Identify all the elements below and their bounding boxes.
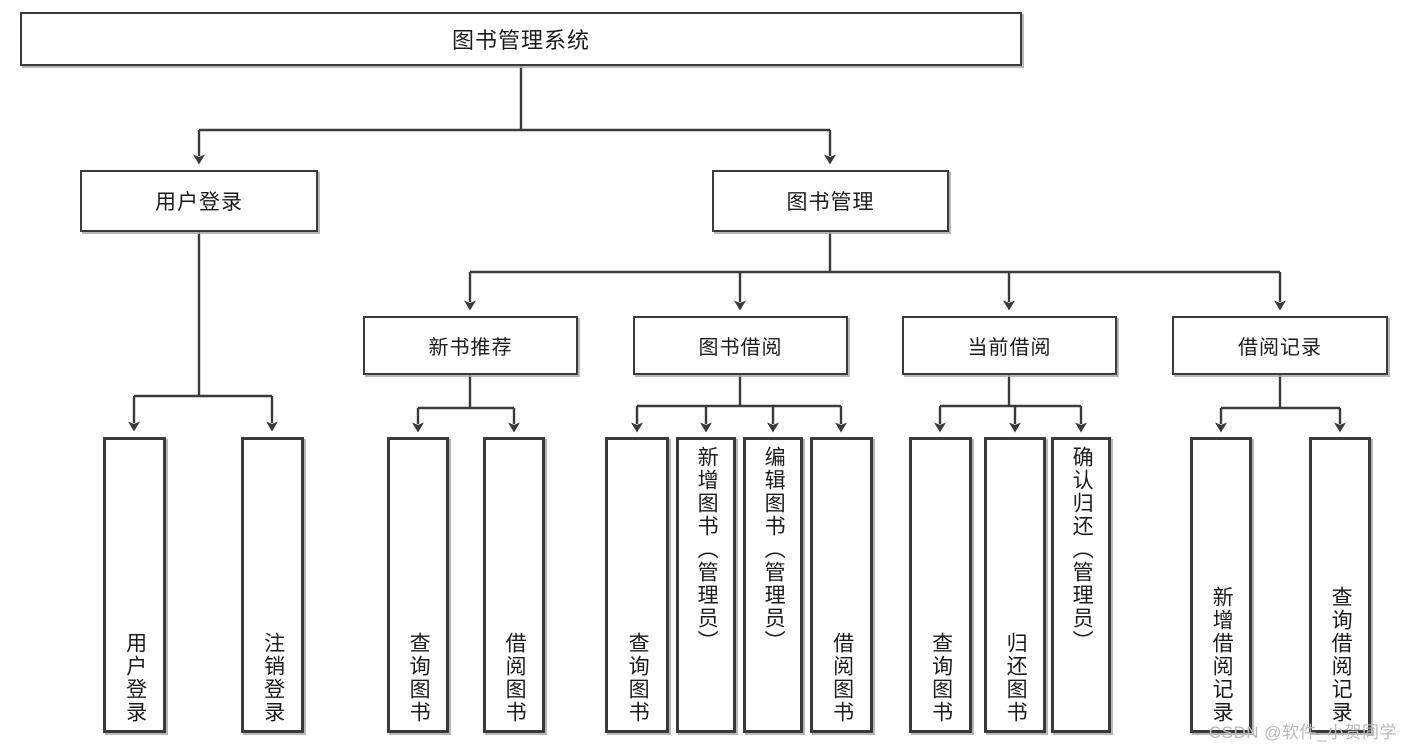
node-leaf-borrow-book-rec-label: 借阅图书 bbox=[503, 632, 527, 724]
node-leaf-borrow-book-rec[interactable]: 借阅图书 bbox=[483, 437, 545, 733]
node-leaf-query-book-rec[interactable]: 查询图书 bbox=[387, 437, 449, 733]
node-leaf-query-record-label: 查询借阅记录 bbox=[1329, 586, 1353, 724]
node-borrow-record[interactable]: 借阅记录 bbox=[1172, 316, 1388, 375]
node-leaf-user-login[interactable]: 用户登录 bbox=[103, 437, 166, 733]
node-leaf-query-book-cur-label: 查询图书 bbox=[929, 632, 953, 724]
node-borrow-record-label: 借阅记录 bbox=[1238, 337, 1322, 359]
node-leaf-query-record[interactable]: 查询借阅记录 bbox=[1309, 437, 1371, 733]
node-leaf-add-book-label: 新增图书（管理员） bbox=[695, 446, 719, 653]
node-leaf-user-login-label: 用户登录 bbox=[123, 632, 147, 724]
node-book-borrow[interactable]: 图书借阅 bbox=[633, 316, 848, 375]
watermark: CSDN @软件_小贺同学 bbox=[1208, 723, 1397, 742]
node-leaf-return-book-label: 归还图书 bbox=[1004, 632, 1028, 724]
node-leaf-query-book-borrow-label: 查询图书 bbox=[626, 632, 650, 724]
node-new-book-rec[interactable]: 新书推荐 bbox=[363, 316, 578, 375]
node-leaf-confirm-return-label: 确认归还（管理员） bbox=[1070, 446, 1094, 653]
node-leaf-logout-label: 注销登录 bbox=[261, 632, 285, 724]
node-leaf-add-record[interactable]: 新增借阅记录 bbox=[1190, 437, 1252, 733]
node-book-manage[interactable]: 图书管理 bbox=[712, 170, 949, 232]
node-leaf-borrow-book-label: 借阅图书 bbox=[830, 632, 854, 724]
node-new-book-rec-label: 新书推荐 bbox=[428, 337, 513, 359]
node-current-borrow[interactable]: 当前借阅 bbox=[902, 316, 1117, 375]
node-leaf-add-record-label: 新增借阅记录 bbox=[1210, 586, 1234, 724]
node-leaf-logout[interactable]: 注销登录 bbox=[241, 437, 304, 733]
node-leaf-return-book[interactable]: 归还图书 bbox=[984, 437, 1046, 733]
node-book-manage-label: 图书管理 bbox=[786, 191, 875, 214]
node-book-borrow-label: 图书借阅 bbox=[698, 337, 783, 359]
node-leaf-confirm-return[interactable]: 确认归还（管理员） bbox=[1051, 437, 1111, 733]
node-leaf-query-book-rec-label: 查询图书 bbox=[407, 632, 431, 724]
node-leaf-borrow-book[interactable]: 借阅图书 bbox=[810, 437, 873, 733]
node-root[interactable]: 图书管理系统 bbox=[20, 12, 1022, 66]
node-leaf-add-book[interactable]: 新增图书（管理员） bbox=[676, 437, 736, 733]
node-leaf-query-book-cur[interactable]: 查询图书 bbox=[909, 437, 972, 733]
node-user-login[interactable]: 用户登录 bbox=[80, 170, 318, 232]
node-root-label: 图书管理系统 bbox=[451, 28, 590, 53]
node-leaf-edit-book[interactable]: 编辑图书（管理员） bbox=[743, 437, 803, 733]
node-user-login-label: 用户登录 bbox=[155, 191, 243, 214]
node-leaf-query-book-borrow[interactable]: 查询图书 bbox=[605, 437, 669, 733]
node-current-borrow-label: 当前借阅 bbox=[967, 337, 1052, 359]
node-leaf-edit-book-label: 编辑图书（管理员） bbox=[762, 446, 786, 653]
